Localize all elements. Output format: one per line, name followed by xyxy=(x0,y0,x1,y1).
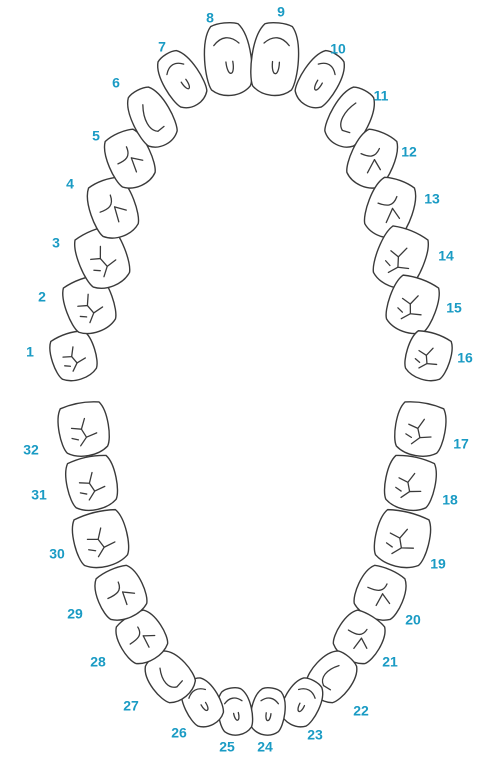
tooth-31[interactable]: 31 xyxy=(31,452,122,514)
tooth-number-label: 8 xyxy=(206,10,214,26)
tooth-number-label: 29 xyxy=(67,606,83,622)
tooth-number-label: 14 xyxy=(438,248,454,264)
tooth-outline-30[interactable] xyxy=(68,506,133,573)
tooth-crown-19[interactable] xyxy=(369,506,434,573)
tooth-number-label: 18 xyxy=(442,492,458,508)
tooth-outline-16[interactable] xyxy=(400,327,457,386)
tooth-24[interactable]: 24 xyxy=(247,685,288,755)
tooth-30[interactable]: 30 xyxy=(49,506,133,573)
tooth-number-label: 26 xyxy=(171,725,187,741)
tooth-1[interactable]: 1 xyxy=(26,327,102,386)
tooth-number-label: 25 xyxy=(219,739,235,755)
tooth-19[interactable]: 19 xyxy=(369,506,446,573)
tooth-crown-9[interactable] xyxy=(248,21,302,98)
tooth-crown-24[interactable] xyxy=(247,685,288,738)
tooth-number-label: 12 xyxy=(401,144,417,160)
tooth-number-label: 30 xyxy=(49,546,65,562)
tooth-number-label: 5 xyxy=(92,128,100,144)
tooth-8[interactable]: 8 xyxy=(201,10,255,98)
tooth-crown-30[interactable] xyxy=(68,506,133,573)
tooth-crown-31[interactable] xyxy=(62,452,122,514)
tooth-number-label: 17 xyxy=(453,436,469,452)
tooth-number-label: 7 xyxy=(158,39,166,55)
tooth-crown-16[interactable] xyxy=(400,327,457,386)
tooth-number-label: 16 xyxy=(457,350,473,366)
tooth-number-label: 32 xyxy=(23,442,39,458)
tooth-number-label: 15 xyxy=(446,300,462,316)
tooth-outline-9[interactable] xyxy=(248,21,302,98)
tooth-number-label: 27 xyxy=(123,698,139,714)
tooth-number-label: 13 xyxy=(424,191,440,207)
tooth-crown-18[interactable] xyxy=(380,452,440,514)
tooth-number-label: 22 xyxy=(353,703,369,719)
tooth-crown-32[interactable] xyxy=(55,399,113,460)
tooth-number-label: 20 xyxy=(405,612,421,628)
tooth-outline-1[interactable] xyxy=(46,327,103,386)
tooth-outline-17[interactable] xyxy=(391,399,449,460)
tooth-number-label: 31 xyxy=(31,487,47,503)
tooth-outline-18[interactable] xyxy=(380,452,440,514)
tooth-number-label: 23 xyxy=(307,727,323,743)
tooth-number-label: 24 xyxy=(257,739,273,755)
tooth-17[interactable]: 17 xyxy=(391,399,469,460)
tooth-9[interactable]: 9 xyxy=(248,4,302,98)
tooth-25[interactable]: 25 xyxy=(214,685,255,755)
tooth-number-label: 28 xyxy=(90,654,106,670)
tooth-outline-31[interactable] xyxy=(62,452,122,514)
tooth-number-label: 4 xyxy=(66,176,74,192)
tooth-number-label: 1 xyxy=(26,344,34,360)
tooth-crown-1[interactable] xyxy=(46,327,103,386)
tooth-number-label: 2 xyxy=(38,289,46,305)
tooth-crown-17[interactable] xyxy=(391,399,449,460)
tooth-number-label: 21 xyxy=(382,654,398,670)
tooth-number-label: 9 xyxy=(277,4,285,20)
tooth-number-label: 3 xyxy=(52,235,60,251)
tooth-18[interactable]: 18 xyxy=(380,452,458,514)
tooth-number-label: 10 xyxy=(330,41,346,57)
tooth-outline-8[interactable] xyxy=(201,21,255,98)
tooth-outline-19[interactable] xyxy=(369,506,434,573)
tooth-crown-8[interactable] xyxy=(201,21,255,98)
tooth-number-label: 6 xyxy=(112,75,120,91)
tooth-number-label: 11 xyxy=(374,88,389,104)
tooth-outline-24[interactable] xyxy=(247,685,288,738)
tooth-number-label: 19 xyxy=(430,556,446,572)
tooth-16[interactable]: 16 xyxy=(400,327,473,386)
tooth-32[interactable]: 32 xyxy=(23,399,113,460)
tooth-outline-32[interactable] xyxy=(55,399,113,460)
